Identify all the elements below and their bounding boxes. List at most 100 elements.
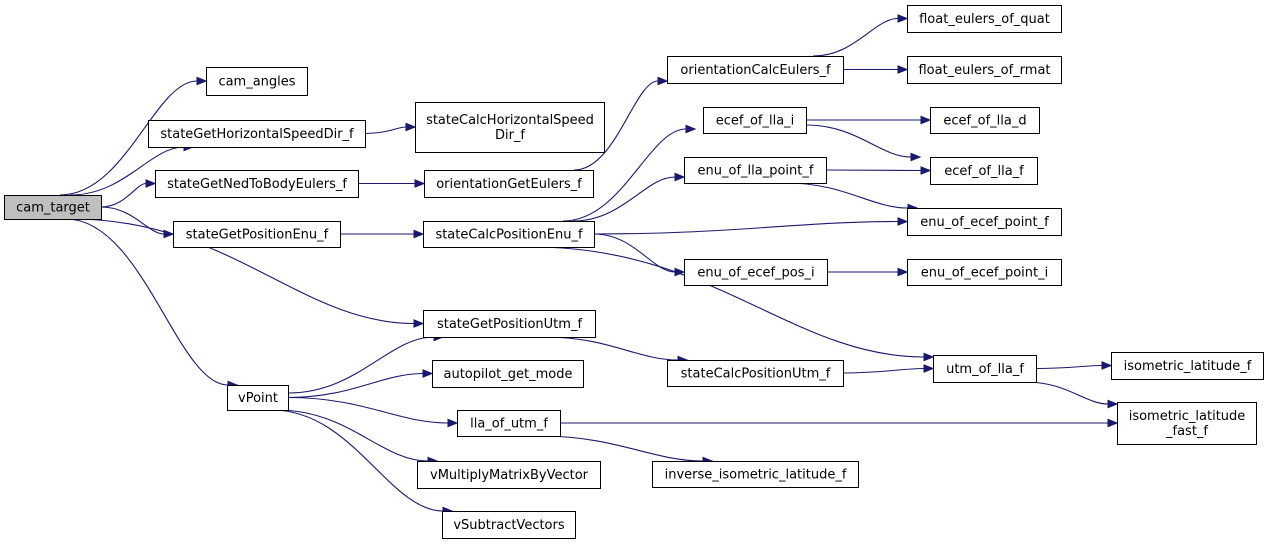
node-cam_target[interactable]: cam_target xyxy=(4,195,102,220)
node-box-utm_of_lla_f xyxy=(933,355,1037,383)
node-box-stateCalcPositionUtm_f xyxy=(667,360,844,387)
node-box-float_eulers_of_rmat xyxy=(907,56,1062,84)
node-ecef_of_lla_d[interactable]: ecef_of_lla_d xyxy=(930,107,1040,134)
node-box-vSubtractVectors xyxy=(442,511,576,539)
node-label-orientationGetEulers_f: orientationGetEulers_f xyxy=(436,177,582,192)
node-box-ecef_of_lla_f xyxy=(930,157,1038,185)
node-label-stateGetPositionUtm_f: stateGetPositionUtm_f xyxy=(437,317,582,332)
node-cam_angles[interactable]: cam_angles xyxy=(206,67,308,96)
node-autopilot_get_mode[interactable]: autopilot_get_mode xyxy=(432,360,584,388)
node-label-stateCalcHorizontalSpeedDir_f-line1: stateCalcHorizontalSpeed xyxy=(426,113,594,128)
edge-stateGetPositionUtm_f-to-stateCalcPositionUtm_f xyxy=(544,336,679,361)
node-stateCalcPositionEnu_f[interactable]: stateCalcPositionEnu_f xyxy=(423,221,595,248)
node-float_eulers_of_rmat[interactable]: float_eulers_of_rmat xyxy=(907,56,1062,84)
node-box-vPoint xyxy=(227,385,289,411)
node-label-ecef_of_lla_i: ecef_of_lla_i xyxy=(716,114,795,129)
edge-arrowhead-orientationCalcEulers_f-to-float_eulers_of_rmat xyxy=(897,65,909,74)
node-label-cam_angles: cam_angles xyxy=(218,75,295,90)
node-orientationCalcEulers_f[interactable]: orientationCalcEulers_f xyxy=(667,56,844,84)
node-lla_of_utm_f[interactable]: lla_of_utm_f xyxy=(457,410,561,437)
node-label-vMultiplyMatrixByVector: vMultiplyMatrixByVector xyxy=(430,468,589,483)
edge-arrowhead-ecef_of_lla_i-to-ecef_of_lla_d xyxy=(920,115,932,125)
node-inverse_isometric_latitude_f[interactable]: inverse_isometric_latitude_f xyxy=(652,461,859,488)
node-vMultiplyMatrixByVector[interactable]: vMultiplyMatrixByVector xyxy=(417,461,601,489)
node-ecef_of_lla_f[interactable]: ecef_of_lla_f xyxy=(930,157,1038,185)
node-stateGetPositionEnu_f[interactable]: stateGetPositionEnu_f xyxy=(173,221,341,248)
node-vSubtractVectors[interactable]: vSubtractVectors xyxy=(442,511,576,539)
node-box-stateGetNedToBodyEulers_f xyxy=(155,170,359,198)
edge-cam_target-to-stateGetHorizontalSpeedDir_f xyxy=(69,146,185,196)
edge-arrowhead-stateCalcPositionEnu_f-to-ecef_of_lla_i xyxy=(685,124,697,134)
node-box-stateCalcPositionEnu_f xyxy=(423,221,595,248)
edge-arrowhead-lla_of_utm_f-to-isometric_latitude_fast_f xyxy=(1107,418,1119,428)
node-label-lla_of_utm_f: lla_of_utm_f xyxy=(470,417,548,432)
node-label-stateGetNedToBodyEulers_f: stateGetNedToBodyEulers_f xyxy=(167,177,347,192)
node-stateCalcPositionUtm_f[interactable]: stateCalcPositionUtm_f xyxy=(667,360,844,387)
edge-stateCalcPositionEnu_f-to-enu_of_ecef_point_f xyxy=(593,220,899,235)
node-label-isometric_latitude_fast_f-line2: _fast_f xyxy=(1165,424,1208,439)
node-enu_of_lla_point_f[interactable]: enu_of_lla_point_f xyxy=(684,157,827,184)
node-vPoint[interactable]: vPoint xyxy=(227,385,289,411)
edge-arrowhead-orientationGetEulers_f-to-orientationCalcEulers_f xyxy=(657,76,669,86)
edge-vPoint-to-lla_of_utm_f xyxy=(287,396,449,424)
node-box-ecef_of_lla_d xyxy=(930,107,1040,134)
edge-arrowhead-utm_of_lla_f-to-isometric_latitude_fast_f xyxy=(1107,399,1119,409)
edge-arrowhead-stateGetHorizontalSpeedDir_f-to-stateCalcHorizontalSpeedDir_f xyxy=(405,122,417,132)
edge-arrowhead-stateCalcPositionEnu_f-to-enu_of_ecef_point_f xyxy=(897,217,909,226)
edge-stateCalcPositionEnu_f-to-utm_of_lla_f xyxy=(532,246,925,358)
edge-stateCalcPositionEnu_f-to-enu_of_ecef_pos_i xyxy=(593,233,676,273)
node-box-orientationCalcEulers_f xyxy=(667,56,844,84)
edge-arrowhead-vPoint-to-lla_of_utm_f xyxy=(447,418,459,428)
node-label-enu_of_ecef_point_i: enu_of_ecef_point_i xyxy=(921,266,1049,281)
node-label-ecef_of_lla_d: ecef_of_lla_d xyxy=(943,114,1026,129)
edge-arrowhead-orientationCalcEulers_f-to-float_eulers_of_quat xyxy=(897,14,909,23)
node-box-stateGetPositionEnu_f xyxy=(173,221,341,248)
node-enu_of_ecef_point_f[interactable]: enu_of_ecef_point_f xyxy=(907,208,1062,236)
node-stateGetHorizontalSpeedDir_f[interactable]: stateGetHorizontalSpeedDir_f xyxy=(148,120,366,148)
node-utm_of_lla_f[interactable]: utm_of_lla_f xyxy=(933,355,1037,383)
node-enu_of_ecef_pos_i[interactable]: enu_of_ecef_pos_i xyxy=(684,259,828,286)
node-label-enu_of_ecef_point_f: enu_of_ecef_point_f xyxy=(920,215,1049,230)
node-isometric_latitude_f[interactable]: isometric_latitude_f xyxy=(1111,352,1264,380)
edge-cam_target-to-vPoint xyxy=(65,218,229,386)
node-label-utm_of_lla_f: utm_of_lla_f xyxy=(946,362,1024,377)
node-box-ecef_of_lla_i xyxy=(703,107,807,134)
node-isometric_latitude_fast_f[interactable]: isometric_latitude_fast_f xyxy=(1117,402,1257,445)
node-label-stateGetHorizontalSpeedDir_f: stateGetHorizontalSpeedDir_f xyxy=(160,127,354,142)
nodes-layer: cam_target cam_angles stateGetHorizontalSp… xyxy=(4,5,1264,539)
node-label-stateCalcPositionUtm_f: stateCalcPositionUtm_f xyxy=(681,367,831,382)
node-box-stateGetHorizontalSpeedDir_f xyxy=(148,120,366,148)
node-label-vPoint: vPoint xyxy=(238,391,278,406)
node-enu_of_ecef_point_i[interactable]: enu_of_ecef_point_i xyxy=(907,259,1062,286)
node-ecef_of_lla_i[interactable]: ecef_of_lla_i xyxy=(703,107,807,134)
node-label-cam_target: cam_target xyxy=(16,201,90,216)
node-box-stateCalcHorizontalSpeedDir_f xyxy=(415,102,605,153)
edge-arrowhead-vPoint-to-autopilot_get_mode xyxy=(422,369,434,378)
edge-enu_of_lla_point_f-to-ecef_of_lla_f xyxy=(825,169,922,172)
edge-arrowhead-stateCalcPositionUtm_f-to-utm_of_lla_f xyxy=(923,364,935,373)
node-orientationGetEulers_f[interactable]: orientationGetEulers_f xyxy=(424,170,594,198)
node-box-inverse_isometric_latitude_f xyxy=(652,461,859,488)
edge-cam_target-to-stateGetPositionUtm_f xyxy=(71,218,415,325)
edge-arrowhead-cam_target-to-cam_angles xyxy=(196,76,208,86)
node-label-vSubtractVectors: vSubtractVectors xyxy=(453,518,565,533)
node-label-float_eulers_of_rmat: float_eulers_of_rmat xyxy=(918,63,1050,78)
edge-arrowhead-cam_target-to-stateGetNedToBodyEulers_f xyxy=(145,179,157,188)
node-label-stateGetPositionEnu_f: stateGetPositionEnu_f xyxy=(186,228,329,243)
node-box-enu_of_ecef_point_i xyxy=(907,259,1062,286)
node-float_eulers_of_quat[interactable]: float_eulers_of_quat xyxy=(907,5,1062,33)
node-label-float_eulers_of_quat: float_eulers_of_quat xyxy=(919,12,1050,27)
edge-arrowhead-stateGetPositionEnu_f-to-stateCalcPositionEnu_f xyxy=(413,229,425,239)
node-box-lla_of_utm_f xyxy=(457,410,561,437)
node-box-isometric_latitude_fast_f xyxy=(1117,402,1257,445)
edge-arrowhead-ecef_of_lla_i-to-ecef_of_lla_f xyxy=(910,152,922,162)
node-box-vMultiplyMatrixByVector xyxy=(417,461,601,489)
node-label-isometric_latitude_f: isometric_latitude_f xyxy=(1124,359,1252,374)
node-box-isometric_latitude_f xyxy=(1111,352,1264,380)
node-label-stateCalcHorizontalSpeedDir_f-line2: Dir_f xyxy=(495,128,525,143)
node-stateGetNedToBodyEulers_f[interactable]: stateGetNedToBodyEulers_f xyxy=(155,170,359,198)
edge-arrowhead-stateCalcPositionEnu_f-to-enu_of_lla_point_f xyxy=(674,172,686,182)
node-stateGetPositionUtm_f[interactable]: stateGetPositionUtm_f xyxy=(423,310,596,338)
